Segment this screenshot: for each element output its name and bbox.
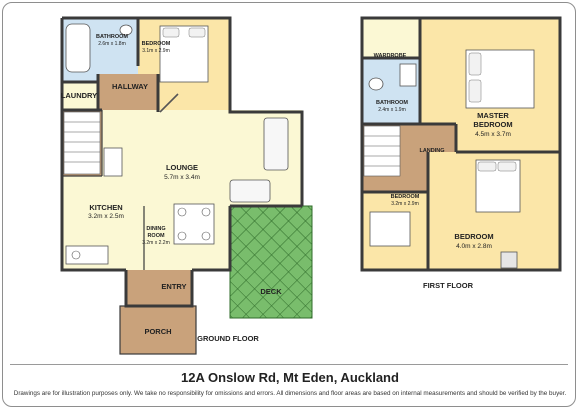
first-floor-label: FIRST FLOOR xyxy=(423,281,474,290)
dining-label-2: ROOM xyxy=(147,233,165,239)
bedroom-large-label: BEDROOM xyxy=(454,232,493,241)
landing-label: LANDING xyxy=(419,148,444,154)
first-walls xyxy=(360,16,562,272)
armchair xyxy=(229,179,271,203)
fridge xyxy=(103,147,123,177)
wardrobe-label: WARDROBE xyxy=(374,53,407,59)
kitchen-dims: 3.2m x 2.5m xyxy=(88,213,124,220)
bedroom-large-dims: 4.0m x 2.8m xyxy=(456,243,492,250)
master-label-2: BEDROOM xyxy=(473,120,512,129)
entry-floor xyxy=(126,270,192,306)
dining-table xyxy=(173,203,215,245)
toilet-first xyxy=(368,77,384,91)
sofa xyxy=(263,117,289,171)
property-address: 12A Onslow Rd, Mt Eden, Auckland xyxy=(181,370,399,385)
shower xyxy=(399,63,417,87)
bathroom-first-dims: 2.4m x 1.9m xyxy=(378,107,406,113)
laundry-floor xyxy=(62,82,98,110)
cupboard xyxy=(500,251,518,269)
porch-floor xyxy=(120,306,196,354)
bedroom-small-label: BEDROOM xyxy=(391,194,420,200)
hallway-label: HALLWAY xyxy=(112,82,148,91)
disclaimer-text: Drawings are for illustration purposes o… xyxy=(13,390,567,397)
lounge-label: LOUNGE xyxy=(166,163,198,172)
bedroom-small-dims: 3.2m x 2.9m xyxy=(391,201,419,207)
laundry-label: LAUNDRY xyxy=(61,91,97,100)
sink xyxy=(71,250,81,260)
wardrobe-floor xyxy=(362,18,420,58)
hallway-floor xyxy=(98,74,158,110)
deck-label: DECK xyxy=(260,287,282,296)
kitchen-label: KITCHEN xyxy=(89,203,122,212)
bathroom-ground-label: BATHROOM xyxy=(96,34,128,40)
ground-stairs xyxy=(63,111,101,175)
first-stairs xyxy=(363,125,401,177)
door-swing xyxy=(159,93,179,113)
bed-small xyxy=(369,211,411,247)
master-label-1: MASTER xyxy=(477,111,509,120)
toilet xyxy=(119,24,133,36)
bathtub xyxy=(65,23,91,73)
bedroom-ground-label: BEDROOM xyxy=(142,41,171,47)
lounge-dims: 5.7m x 3.4m xyxy=(164,174,200,181)
ground-walls xyxy=(60,16,304,308)
dining-dims: 3.2m x 2.2m xyxy=(142,240,170,246)
porch-label: PORCH xyxy=(144,327,171,336)
page-frame xyxy=(2,2,576,407)
deck-floor xyxy=(229,205,313,319)
footer-divider xyxy=(10,364,568,365)
bathroom-first-label: BATHROOM xyxy=(376,100,408,106)
dining-label-1: DINING xyxy=(146,226,165,232)
kitchen-bench xyxy=(65,245,109,265)
ground-floor: BATHROOM 2.6m x 1.8m BEDROOM 3.1m x 2.9m… xyxy=(60,16,313,355)
first-floor: WARDROBE BATHROOM 2.4m x 1.9m MASTER BED… xyxy=(360,16,562,290)
master-dims: 4.5m x 3.7m xyxy=(475,131,511,138)
ground-floor-label: GROUND FLOOR xyxy=(197,334,259,343)
bathroom-ground-dims: 2.6m x 1.8m xyxy=(98,41,126,47)
ground-thin-walls xyxy=(62,110,197,355)
bedroom-ground-dims: 3.1m x 2.9m xyxy=(142,48,170,54)
entry-label: ENTRY xyxy=(161,282,186,291)
